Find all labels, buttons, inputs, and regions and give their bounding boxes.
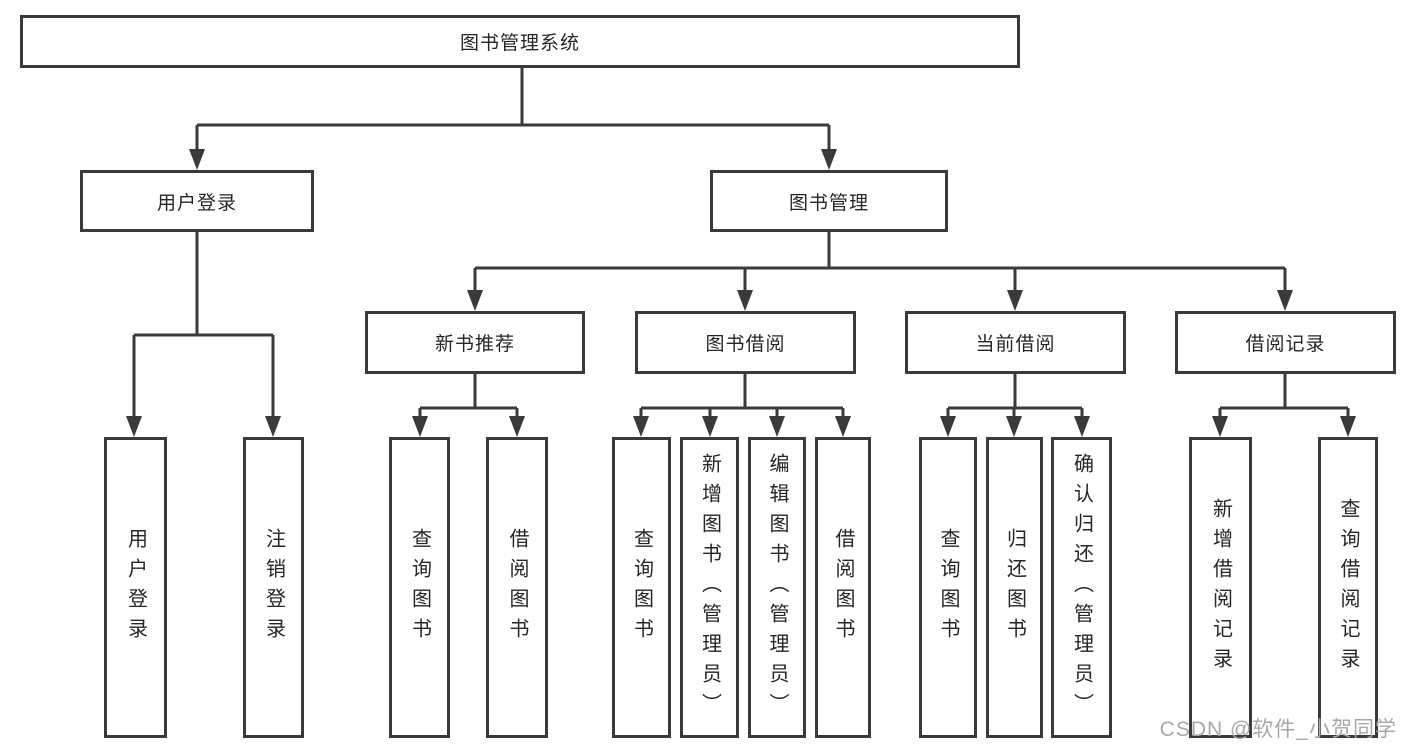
node-borrowing-records: 借阅记录 [1175, 311, 1396, 374]
node-label: 借阅图书 [506, 527, 528, 648]
leaf-user-login: 用户登录 [104, 437, 167, 738]
node-label: 图书管理系统 [459, 33, 580, 54]
leaf-add-borrowing-record: 新增借阅记录 [1189, 437, 1252, 738]
leaf-confirm-return-admin: 确认归还（管理员） [1051, 437, 1112, 738]
arrowheads [126, 149, 1356, 437]
node-label: 查询借阅记录 [1337, 497, 1359, 678]
node-book-management: 图书管理 [710, 170, 948, 232]
leaf-query-books-current: 查询图书 [919, 437, 977, 738]
node-label: 新增借阅记录 [1209, 497, 1232, 678]
node-label: 查询图书 [408, 527, 431, 648]
leaf-query-books-borrowing: 查询图书 [612, 437, 671, 738]
leaf-query-books-recommend: 查询图书 [389, 437, 450, 738]
node-label: 图书借阅 [705, 334, 786, 355]
leaf-borrow-books-recommend: 借阅图书 [486, 437, 548, 738]
node-label: 当前借阅 [975, 334, 1056, 355]
node-label: 查询图书 [630, 527, 653, 648]
tree-connectors [132, 68, 1350, 420]
node-label: 新增图书（管理员） [698, 452, 721, 723]
leaf-return-books: 归还图书 [986, 437, 1043, 738]
leaf-edit-books-admin: 编辑图书（管理员） [748, 437, 806, 738]
node-new-book-recommendation: 新书推荐 [365, 311, 585, 374]
node-label: 用户登录 [124, 527, 147, 648]
node-user-login: 用户登录 [80, 170, 314, 232]
leaf-logout: 注销登录 [243, 437, 304, 738]
node-current-borrowing: 当前借阅 [905, 311, 1126, 374]
node-label: 新书推荐 [434, 334, 515, 355]
node-label: 图书管理 [788, 192, 869, 214]
leaf-add-books-admin: 新增图书（管理员） [680, 437, 739, 738]
node-label: 编辑图书（管理员） [766, 452, 788, 723]
node-label: 确认归还（管理员） [1070, 452, 1093, 723]
node-label: 借阅记录 [1245, 334, 1326, 355]
node-label: 注销登录 [262, 527, 285, 648]
node-label: 查询图书 [937, 527, 959, 648]
node-label: 用户登录 [156, 192, 237, 214]
csdn-watermark: CSDN @软件_小贺同学 [1159, 718, 1397, 741]
node-label: 归还图书 [1003, 527, 1026, 648]
node-library-management-system: 图书管理系统 [20, 15, 1020, 68]
leaf-query-borrowing-record: 查询借阅记录 [1318, 437, 1378, 738]
node-book-borrowing: 图书借阅 [635, 311, 856, 374]
leaf-borrow-books-borrowing: 借阅图书 [815, 437, 871, 738]
node-label: 借阅图书 [832, 527, 854, 648]
